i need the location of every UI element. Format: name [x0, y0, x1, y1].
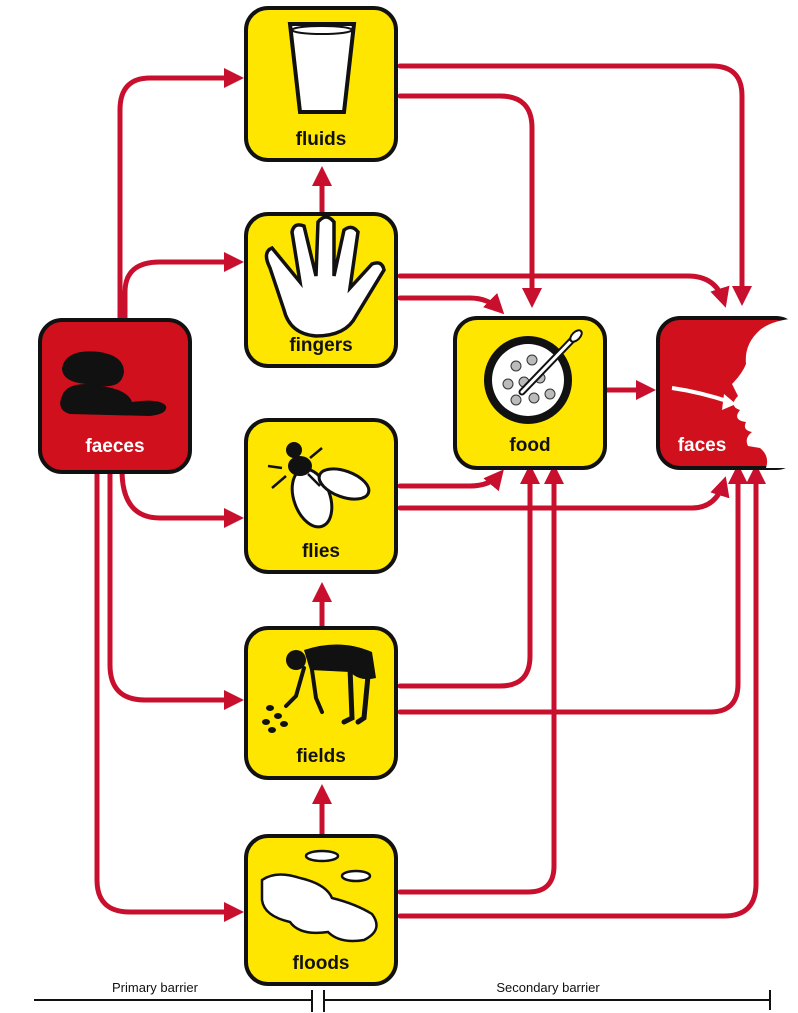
node-flies: flies — [246, 420, 396, 572]
node-food: food — [455, 318, 605, 468]
arrow-faeces-fingers — [125, 262, 238, 325]
barrier-axis: Primary barrier Secondary barrier — [34, 980, 770, 1012]
floods-label: floods — [293, 953, 350, 974]
flow-arrows — [97, 66, 756, 916]
faeces-label: faeces — [85, 436, 144, 457]
fingers-label: fingers — [289, 335, 352, 356]
arrow-fields-food — [400, 470, 530, 686]
secondary-barrier-label: Secondary barrier — [496, 980, 600, 995]
faces-label: faces — [678, 435, 727, 456]
arrow-faeces-flies — [122, 470, 238, 518]
arrow-fingers-food — [400, 298, 500, 310]
primary-barrier-label: Primary barrier — [112, 980, 199, 995]
node-faeces: faeces — [40, 320, 190, 472]
arrow-floods-faces — [400, 470, 756, 916]
fields-label: fields — [296, 746, 346, 767]
arrow-faeces-fluids — [120, 78, 238, 330]
glass-icon — [290, 24, 354, 112]
node-fields: fields — [246, 628, 396, 778]
fluids-label: fluids — [296, 129, 347, 150]
node-fingers: fingers — [246, 214, 396, 366]
node-faces: faces — [658, 318, 798, 468]
flies-label: flies — [302, 541, 340, 562]
arrow-fluids-food — [400, 96, 532, 302]
node-floods: floods — [246, 836, 396, 984]
arrow-flies-food — [400, 474, 500, 486]
arrow-fluids-faces — [400, 66, 742, 300]
node-fluids: fluids — [246, 8, 396, 160]
food-label: food — [509, 435, 550, 456]
